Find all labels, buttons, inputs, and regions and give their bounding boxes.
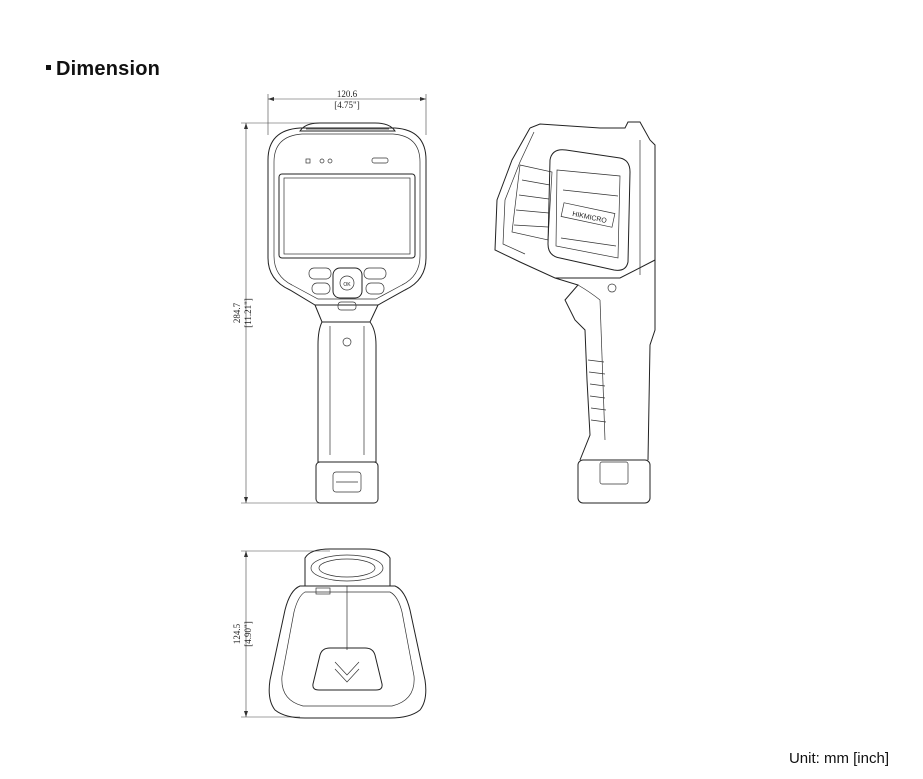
ok-button-label: OK — [343, 282, 351, 288]
front-view: 120.6 [4.75"] 284.7 [11.21"] OK — [232, 89, 427, 504]
page-title: Dimension — [46, 58, 160, 81]
depth-mm-label: 124.5 — [232, 623, 242, 644]
depth-in-label: [4.90"] — [243, 621, 253, 646]
top-view: 124.5 [4.90"] — [232, 548, 427, 719]
bullet-icon — [46, 65, 51, 70]
unit-label: Unit: mm [inch] — [788, 750, 889, 767]
title-text: Dimension — [56, 58, 161, 80]
height-in-label: [11.21"] — [243, 298, 253, 328]
side-view: HIKMICRO — [494, 121, 656, 504]
width-mm-label: 120.6 — [337, 89, 358, 99]
brand-label: HIKMICRO — [572, 211, 608, 225]
width-in-label: [4.75"] — [334, 100, 359, 110]
height-mm-label: 284.7 — [232, 302, 242, 323]
